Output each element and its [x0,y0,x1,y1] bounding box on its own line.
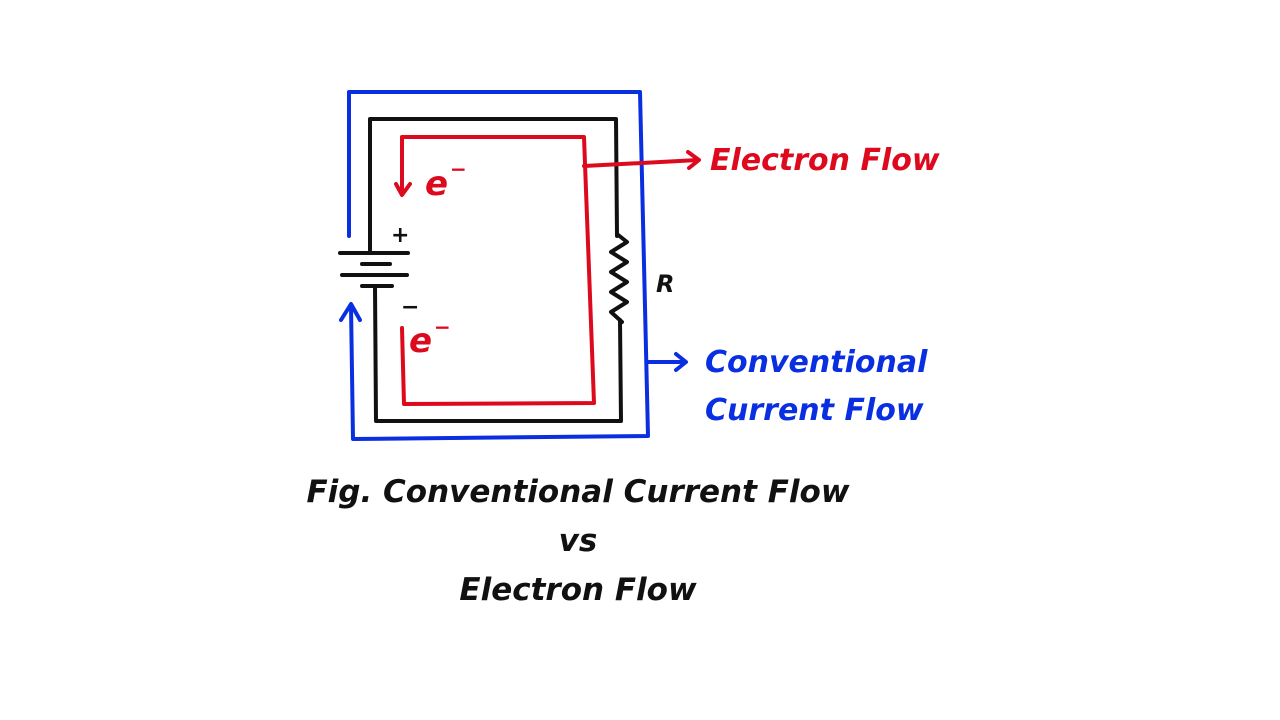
electron-flow-path [394,135,701,406]
caption-line1: Fig. Conventional Current Flow [307,474,850,510]
caption-line2: vs [559,523,598,559]
electron-marker-bottom: e − [409,315,451,361]
electron-flow-label: Electron Flow [710,143,940,178]
electron-marker-top: e − [425,157,467,204]
wire-bottom [373,284,623,423]
battery-positive-symbol: + [391,223,409,248]
conventional-path-upper [347,90,650,441]
electron-arrow-head-down-icon [394,182,412,197]
battery-icon [338,251,410,288]
svg-text:e: e [409,321,432,361]
svg-text:−: − [450,157,467,181]
svg-text:e: e [425,164,448,204]
conventional-flow-label-line2: Current Flow [705,393,924,428]
electron-pointer-line [582,158,700,168]
resistor-label: R [656,270,674,298]
battery-negative-symbol: − [401,295,419,320]
caption-line3: Electron Flow [459,572,697,608]
circuit-wires [368,117,623,423]
conventional-flow-label-line1: Conventional [705,345,928,380]
wire-top [368,117,619,252]
svg-text:−: − [434,315,451,339]
conventional-current-path [339,90,688,441]
conventional-arrow-head-up-icon [339,302,362,322]
electron-pointer-arrow-icon [686,150,701,170]
resistor-icon [609,232,629,324]
conventional-pointer-arrow-icon [674,352,688,372]
